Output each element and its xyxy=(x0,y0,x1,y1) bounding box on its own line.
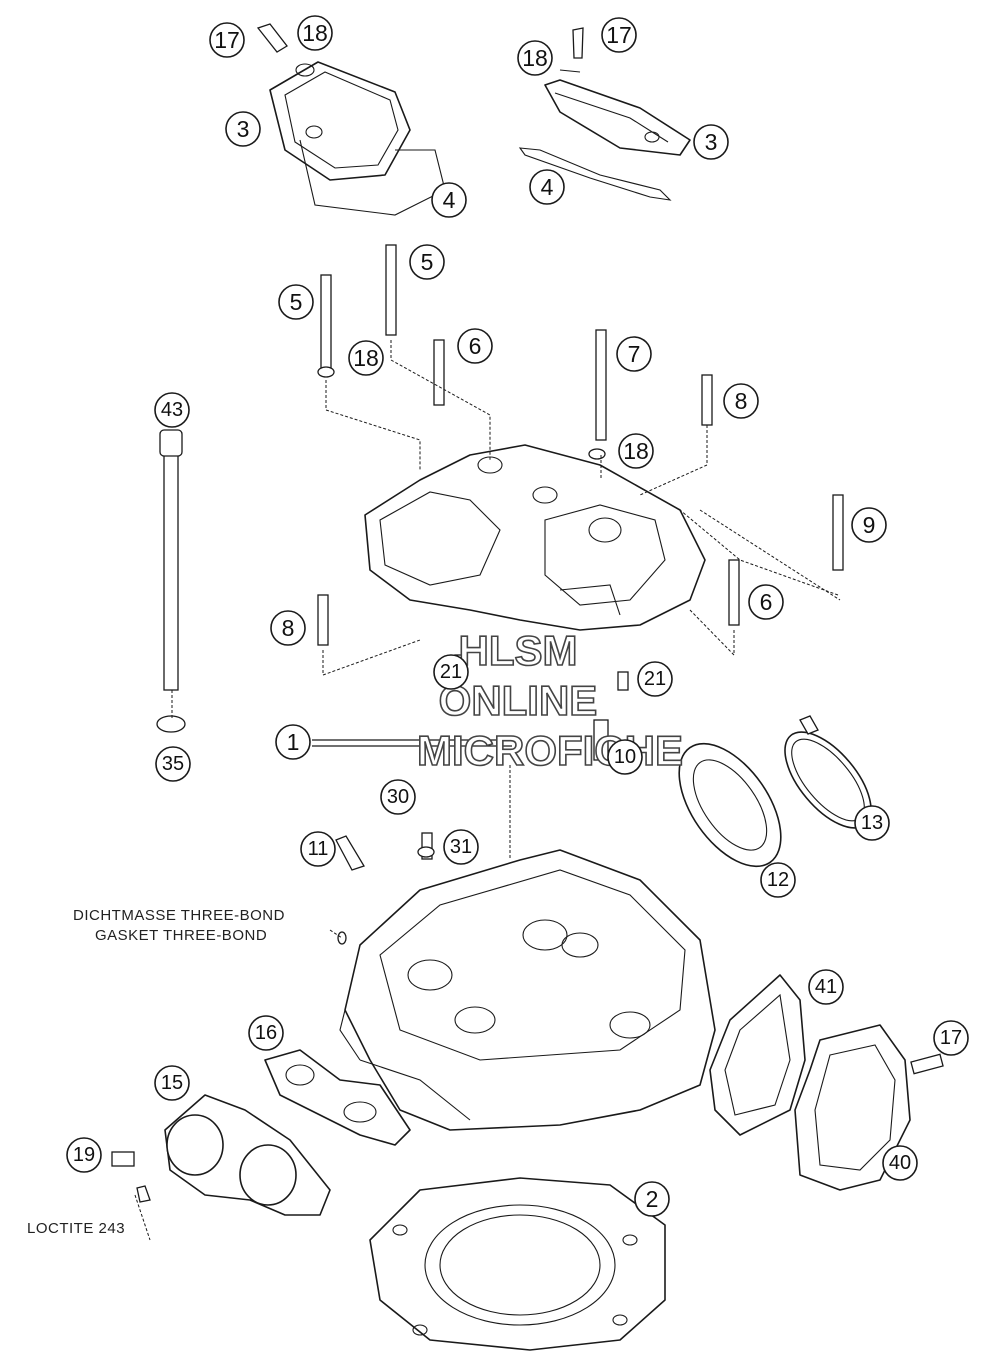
svg-text:11: 11 xyxy=(308,838,329,860)
watermark-line1: HLSM xyxy=(459,627,578,674)
callout-17: 17 xyxy=(209,22,245,58)
svg-text:2: 2 xyxy=(646,1186,659,1212)
svg-text:12: 12 xyxy=(767,869,789,891)
valve-cover-right xyxy=(518,27,691,201)
svg-text:5: 5 xyxy=(290,289,303,315)
svg-text:4: 4 xyxy=(541,174,554,200)
svg-text:17: 17 xyxy=(940,1027,962,1049)
callout-40: 40 xyxy=(882,1145,918,1181)
cylinder-head xyxy=(339,849,716,1131)
svg-text:16: 16 xyxy=(255,1022,277,1044)
svg-text:8: 8 xyxy=(282,615,295,641)
callout-35: 35 xyxy=(155,746,191,782)
callout-8: 8 xyxy=(723,383,759,419)
svg-text:5: 5 xyxy=(421,249,434,275)
svg-text:1: 1 xyxy=(287,729,300,755)
callout-11: 11 xyxy=(300,831,336,867)
callout-41: 41 xyxy=(808,969,844,1005)
svg-text:9: 9 xyxy=(863,512,876,538)
water-pump-gasket xyxy=(709,974,806,1136)
svg-text:21: 21 xyxy=(644,668,666,690)
callout-18: 18 xyxy=(297,15,333,51)
svg-text:3: 3 xyxy=(237,116,250,142)
callout-8: 8 xyxy=(270,610,306,646)
svg-text:43: 43 xyxy=(161,399,183,421)
callout-12: 12 xyxy=(760,862,796,898)
callout-6: 6 xyxy=(457,328,493,364)
svg-text:41: 41 xyxy=(815,976,837,998)
callout-18: 18 xyxy=(618,433,654,469)
svg-text:13: 13 xyxy=(861,812,883,834)
callout-5: 5 xyxy=(409,244,445,280)
svg-text:18: 18 xyxy=(522,45,548,71)
callout-15: 15 xyxy=(154,1065,190,1101)
svg-text:6: 6 xyxy=(760,589,773,615)
callout-18: 18 xyxy=(517,40,553,76)
svg-text:30: 30 xyxy=(387,786,409,808)
callout-9: 9 xyxy=(851,507,887,543)
svg-text:18: 18 xyxy=(623,438,649,464)
head-gasket xyxy=(369,1177,666,1351)
callout-13: 13 xyxy=(854,805,890,841)
watermark: HLSM ONLINE MICROFICHE xyxy=(416,626,684,775)
callout-7: 7 xyxy=(616,336,652,372)
watermark-line2: ONLINE xyxy=(439,677,598,724)
bolts-upper xyxy=(317,244,844,646)
svg-text:3: 3 xyxy=(705,129,718,155)
callouts: 17 18 3 4 18 17 3 4 5 5 18 6 7 8 18 43 9… xyxy=(66,15,969,1217)
valve-cover-left xyxy=(256,23,446,216)
callout-1: 1 xyxy=(275,724,311,760)
callout-3: 3 xyxy=(225,111,261,147)
callout-21: 21 xyxy=(433,654,469,690)
svg-text:6: 6 xyxy=(469,333,482,359)
leader-lines xyxy=(134,340,841,1241)
callout-3: 3 xyxy=(693,124,729,160)
callout-4: 4 xyxy=(431,182,467,218)
loctite-note: LOCTITE 243 xyxy=(27,1220,125,1237)
watermark-line3: MICROFICHE xyxy=(417,727,683,774)
callout-43: 43 xyxy=(154,392,190,428)
callout-4: 4 xyxy=(529,169,565,205)
exhaust-gasket xyxy=(264,1049,411,1146)
callout-17: 17 xyxy=(933,1020,969,1056)
svg-text:19: 19 xyxy=(73,1144,95,1166)
callout-19: 19 xyxy=(66,1137,102,1173)
notes: DICHTMASSE THREE-BOND GASKET THREE-BOND … xyxy=(27,907,285,1237)
callout-10: 10 xyxy=(607,739,643,775)
svg-text:21: 21 xyxy=(440,661,462,683)
svg-text:4: 4 xyxy=(443,187,456,213)
svg-text:17: 17 xyxy=(606,22,632,48)
callout-31: 31 xyxy=(443,829,479,865)
sealant-note-line2: GASKET THREE-BOND xyxy=(95,927,267,944)
svg-text:17: 17 xyxy=(214,27,240,53)
dowels-and-small-parts xyxy=(335,654,629,945)
callout-18: 18 xyxy=(348,340,384,376)
svg-text:10: 10 xyxy=(614,746,636,768)
svg-text:18: 18 xyxy=(302,20,328,46)
svg-text:18: 18 xyxy=(353,345,379,371)
svg-text:31: 31 xyxy=(450,836,472,858)
callout-2: 2 xyxy=(634,1181,670,1217)
callout-30: 30 xyxy=(380,779,416,815)
long-stud xyxy=(156,429,186,733)
callout-5: 5 xyxy=(278,284,314,320)
callout-21: 21 xyxy=(637,661,673,697)
svg-text:7: 7 xyxy=(628,341,641,367)
svg-text:8: 8 xyxy=(735,388,748,414)
callout-16: 16 xyxy=(248,1015,284,1051)
sealant-note-line1: DICHTMASSE THREE-BOND xyxy=(73,907,285,924)
svg-text:40: 40 xyxy=(889,1152,911,1174)
intake-boot-and-clamp xyxy=(678,715,872,868)
svg-text:35: 35 xyxy=(162,753,184,775)
callout-17: 17 xyxy=(601,17,637,53)
svg-text:15: 15 xyxy=(161,1072,183,1094)
water-pump-cover xyxy=(794,1024,944,1191)
exhaust-flange xyxy=(111,1094,331,1216)
camshaft-carrier xyxy=(364,444,706,631)
callout-6: 6 xyxy=(748,584,784,620)
